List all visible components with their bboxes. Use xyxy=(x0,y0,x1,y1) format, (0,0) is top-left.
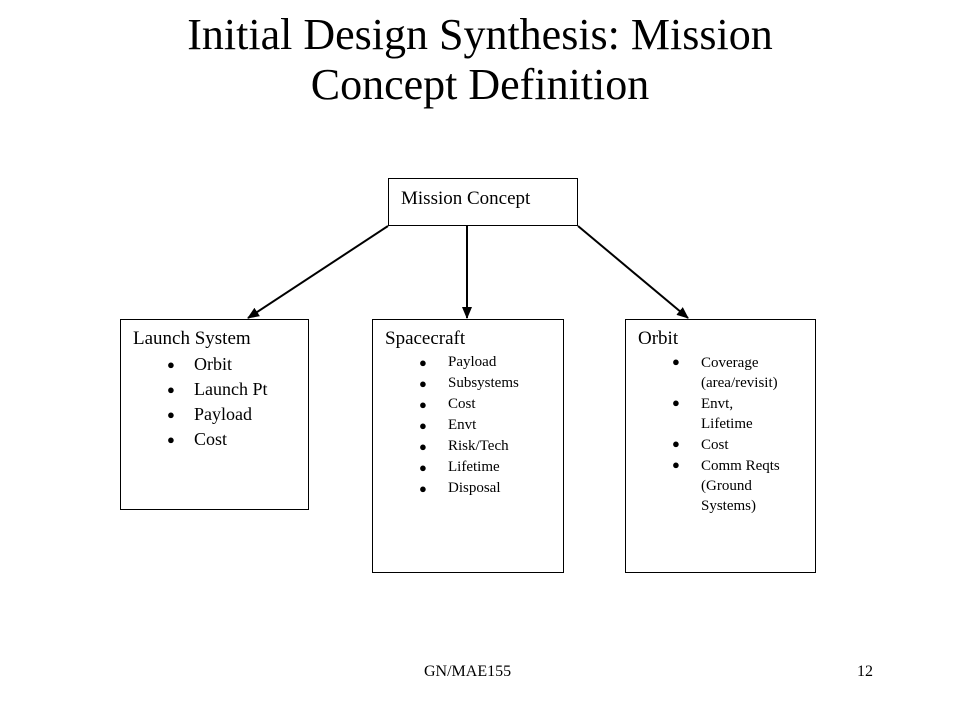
spacecraft-heading: Spacecraft xyxy=(385,328,466,349)
list-item-text: Cost xyxy=(701,437,729,453)
slide-title: Initial Design Synthesis: Mission Concep… xyxy=(0,10,960,110)
spacecraft-list: ● Payload ● Subsystems ● Cost ● Envt ● Risk/T… xyxy=(385,352,563,499)
orbit-list: ● Coverage (area/revisit) ● Envt, Lifetime… xyxy=(638,352,815,516)
list-item: ● Lifetime xyxy=(385,457,563,478)
launch-system-box: Launch System ● Orbit ● Launch Pt ● Payload… xyxy=(120,319,309,510)
orbit-heading: Orbit xyxy=(638,328,679,349)
list-item-text: Subsystems xyxy=(448,375,519,391)
launch-system-list: ● Orbit ● Launch Pt ● Payload ● Cost xyxy=(133,352,308,452)
bullet-icon: ● xyxy=(672,457,680,472)
list-item: ● Payload xyxy=(133,402,308,427)
list-item: ● Risk/Tech xyxy=(385,436,563,457)
list-item: ● Cost xyxy=(638,434,815,455)
bullet-icon: ● xyxy=(672,354,680,369)
list-item: ● Launch Pt xyxy=(133,377,308,402)
bullet-icon: ● xyxy=(419,418,427,433)
bullet-icon: ● xyxy=(167,407,175,422)
bullet-icon: ● xyxy=(419,439,427,454)
list-item-text: Coverage (area/revisit) xyxy=(701,355,778,391)
list-item-text: Cost xyxy=(194,429,228,449)
bullet-icon: ● xyxy=(419,397,427,412)
footer-course-code: GN/MAE155 xyxy=(424,663,512,680)
orbit-box: Orbit ● Coverage (area/revisit) ● Envt, Li… xyxy=(625,319,816,573)
bullet-icon: ● xyxy=(167,357,175,372)
list-item-text: Risk/Tech xyxy=(448,438,509,454)
list-item-text: Launch Pt xyxy=(194,379,268,399)
list-item: ● Cost xyxy=(133,427,308,452)
mission-concept-label: Mission Concept xyxy=(401,188,531,209)
page-number: 12 xyxy=(857,663,873,680)
list-item-text: Lifetime xyxy=(448,459,500,475)
bullet-icon: ● xyxy=(419,355,427,370)
list-item-text: Comm Reqts (Ground Systems) xyxy=(701,458,780,514)
list-item: ● Subsystems xyxy=(385,373,563,394)
list-item: ● Envt, Lifetime xyxy=(638,393,815,434)
list-item-text: Orbit xyxy=(194,354,232,374)
arrow-to-orbit xyxy=(577,225,689,319)
bullet-icon: ● xyxy=(167,432,175,447)
list-item: ● Cost xyxy=(385,394,563,415)
list-item-text: Cost xyxy=(448,396,476,412)
list-item: ● Orbit xyxy=(133,352,308,377)
list-item: ● Envt xyxy=(385,415,563,436)
slide-title-line-1: Initial Design Synthesis: Mission xyxy=(187,10,773,59)
bullet-icon: ● xyxy=(167,382,175,397)
bullet-icon: ● xyxy=(419,376,427,391)
list-item-text: Envt, Lifetime xyxy=(701,396,753,432)
list-item-text: Disposal xyxy=(448,480,501,496)
list-item: ● Payload xyxy=(385,352,563,373)
arrow-to-launch-system xyxy=(247,225,389,319)
bullet-icon: ● xyxy=(419,460,427,475)
bullet-icon: ● xyxy=(419,481,427,496)
slide-title-line-2: Concept Definition xyxy=(310,60,650,109)
spacecraft-box: Spacecraft ● Payload ● Subsystems ● Cost ● E… xyxy=(372,319,564,573)
list-item-text: Envt xyxy=(448,417,477,433)
list-item: ● Coverage (area/revisit) xyxy=(638,352,815,393)
bullet-icon: ● xyxy=(672,436,680,451)
list-item-text: Payload xyxy=(194,404,252,424)
launch-system-heading: Launch System xyxy=(133,328,251,349)
bullet-icon: ● xyxy=(672,395,680,410)
list-item: ● Comm Reqts (Ground Systems) xyxy=(638,455,815,516)
mission-concept-box: Mission Concept xyxy=(388,178,578,226)
list-item: ● Disposal xyxy=(385,478,563,499)
list-item-text: Payload xyxy=(448,354,497,370)
